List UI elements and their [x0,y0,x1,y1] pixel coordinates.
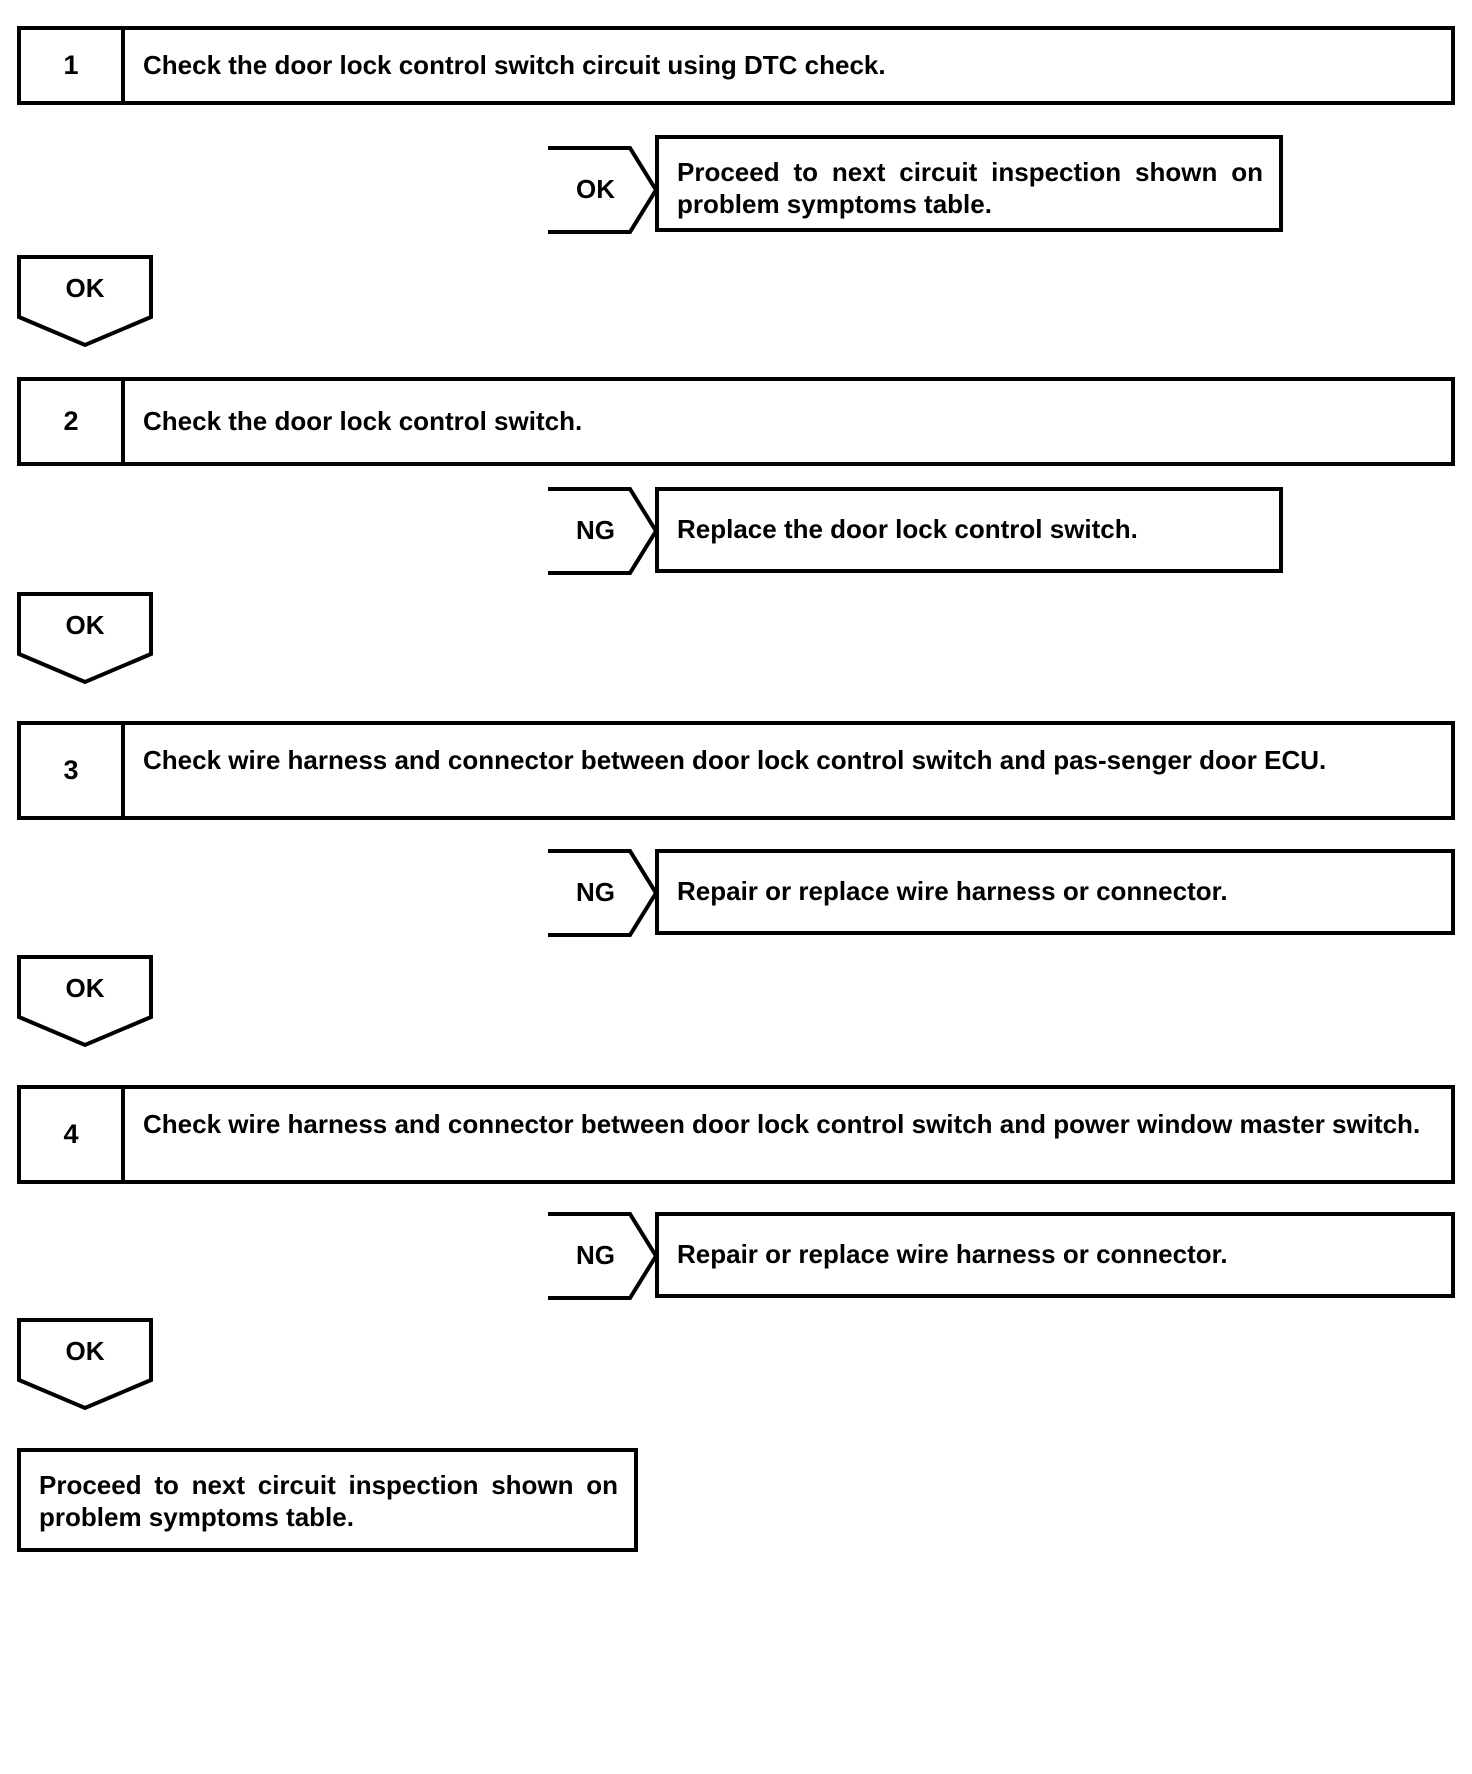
branch-arrow-label-2: NG [576,514,615,545]
continue-arrow-4: OK [17,1318,153,1411]
branch-arrow-label-1: OK [576,173,615,204]
step-number-4: 4 [21,1089,125,1180]
branch-arrow-2: NG [546,487,659,575]
continue-arrow-1: OK [17,255,153,348]
step-text-1: Check the door lock control switch circu… [143,49,886,80]
continue-arrow-3: OK [17,955,153,1048]
step-text-3: Check wire harness and connector between… [143,745,1327,775]
branch-arrow-label-3: NG [576,876,615,907]
arrow-down-shape-1 [17,255,153,348]
branch-arrow-3: NG [546,849,659,937]
step-box-4[interactable]: 4 Check wire harness and connector betwe… [17,1085,1455,1184]
arrow-down-shape-4 [17,1318,153,1411]
branch-result-4[interactable]: Repair or replace wire harness or connec… [655,1212,1455,1298]
continue-arrow-label-1: OK [65,273,105,303]
step-number-2: 2 [21,381,125,462]
branch-result-text-1: Proceed to next circuit inspection shown… [677,157,1263,219]
branch-result-text-3: Repair or replace wire harness or connec… [677,876,1228,907]
branch-arrow-4: NG [546,1212,659,1300]
branch-result-2[interactable]: Replace the door lock control switch. [655,487,1283,573]
step-text-2: Check the door lock control switch. [143,405,583,436]
branch-result-text-4: Repair or replace wire harness or connec… [677,1239,1228,1270]
final-outcome-text: Proceed to next circuit inspection shown… [39,1470,618,1532]
step-text-4: Check wire harness and connector between… [143,1109,1421,1139]
arrow-down-shape-2 [17,592,153,685]
branch-result-3[interactable]: Repair or replace wire harness or connec… [655,849,1455,935]
step-box-3[interactable]: 3 Check wire harness and connector betwe… [17,721,1455,820]
step-number-3: 3 [21,725,125,816]
continue-arrow-2: OK [17,592,153,685]
step-box-1[interactable]: 1 Check the door lock control switch cir… [17,26,1455,105]
step-number-1: 1 [21,30,125,101]
branch-arrow-label-4: NG [576,1239,615,1270]
continue-arrow-label-3: OK [65,973,105,1003]
continue-arrow-label-2: OK [65,610,105,640]
arrow-down-shape-3 [17,955,153,1048]
continue-arrow-label-4: OK [65,1336,105,1366]
final-outcome-box[interactable]: Proceed to next circuit inspection shown… [17,1448,638,1552]
branch-result-text-2: Replace the door lock control switch. [677,514,1138,545]
step-box-2[interactable]: 2 Check the door lock control switch. [17,377,1455,466]
branch-result-1[interactable]: Proceed to next circuit inspection shown… [655,135,1283,232]
branch-arrow-1: OK [546,146,659,234]
